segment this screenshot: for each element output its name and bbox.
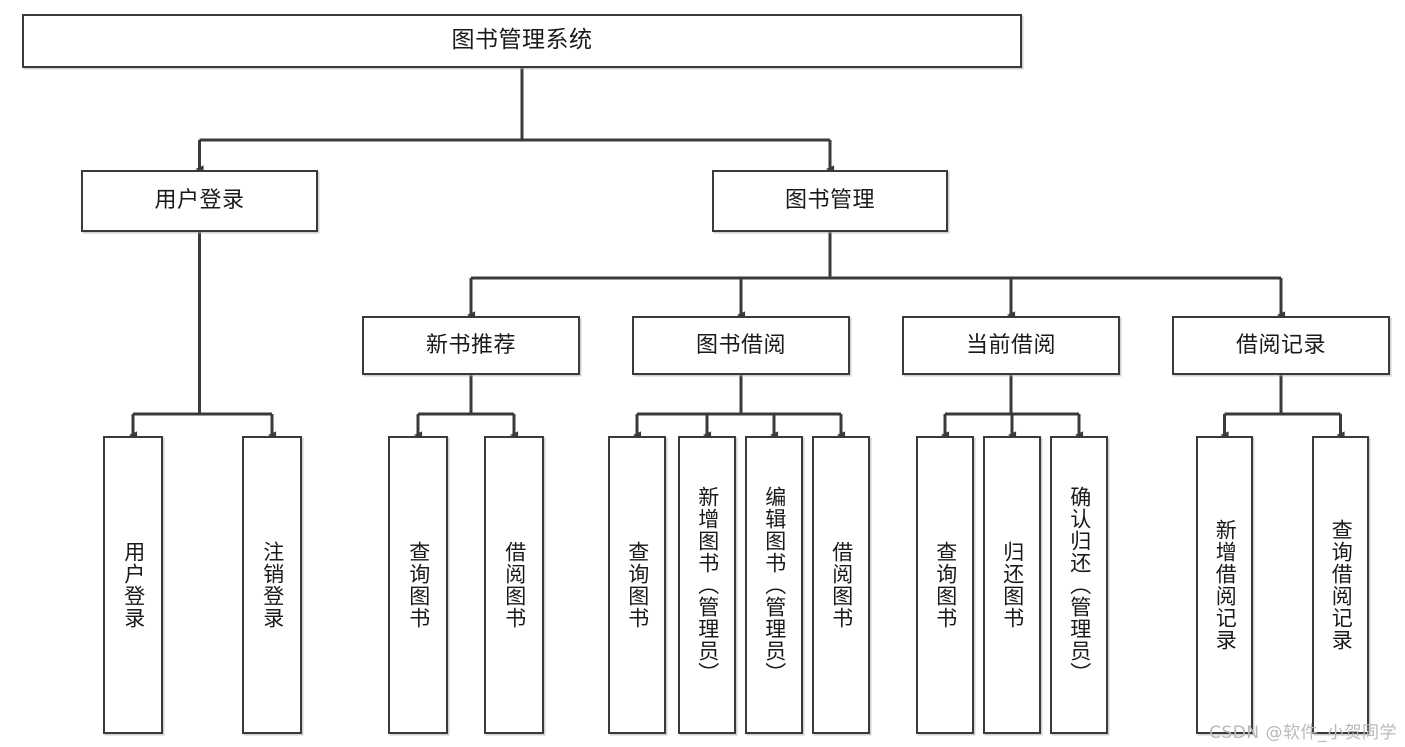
node-label: 查询图书 xyxy=(933,541,958,629)
node-level3-2[interactable]: 当前借阅 xyxy=(902,316,1120,375)
node-leaf-6[interactable]: 编辑图书（管理员） xyxy=(745,436,803,734)
node-leaf-1[interactable]: 注销登录 xyxy=(242,436,302,734)
node-label: 图书管理 xyxy=(784,188,875,214)
node-level3-0[interactable]: 新书推荐 xyxy=(362,316,580,375)
node-label: 查询图书 xyxy=(625,541,650,629)
node-label: 查询图书 xyxy=(406,541,431,629)
node-label: 编辑图书（管理员） xyxy=(762,486,787,684)
node-leaf-0[interactable]: 用户登录 xyxy=(103,436,163,734)
node-label: 图书借阅 xyxy=(695,332,786,358)
node-label: 查询借阅记录 xyxy=(1329,519,1354,651)
node-label: 用户登录 xyxy=(121,541,146,629)
node-root-book-management-system[interactable]: 图书管理系统 xyxy=(22,14,1022,68)
node-label: 新书推荐 xyxy=(425,332,516,358)
node-label: 确认归还（管理员） xyxy=(1067,486,1092,684)
node-label: 图书管理系统 xyxy=(451,27,593,54)
node-label: 当前借阅 xyxy=(965,332,1056,358)
node-leaf-9[interactable]: 归还图书 xyxy=(983,436,1041,734)
node-label: 借阅图书 xyxy=(829,541,854,629)
node-leaf-2[interactable]: 查询图书 xyxy=(388,436,448,734)
node-leaf-4[interactable]: 查询图书 xyxy=(608,436,666,734)
node-leaf-11[interactable]: 新增借阅记录 xyxy=(1196,436,1253,734)
node-leaf-12[interactable]: 查询借阅记录 xyxy=(1312,436,1369,734)
node-leaf-10[interactable]: 确认归还（管理员） xyxy=(1050,436,1108,734)
node-leaf-8[interactable]: 查询图书 xyxy=(916,436,974,734)
node-label: 用户登录 xyxy=(154,188,245,214)
node-level3-3[interactable]: 借阅记录 xyxy=(1172,316,1390,375)
node-label: 注销登录 xyxy=(260,541,285,629)
node-leaf-7[interactable]: 借阅图书 xyxy=(812,436,870,734)
node-level2-0[interactable]: 用户登录 xyxy=(81,170,318,232)
csdn-watermark: CSDN @软件_小贺同学 xyxy=(1209,723,1397,743)
node-leaf-5[interactable]: 新增图书（管理员） xyxy=(678,436,736,734)
node-label: 新增图书（管理员） xyxy=(695,486,720,684)
node-label: 新增借阅记录 xyxy=(1213,519,1238,651)
node-level2-1[interactable]: 图书管理 xyxy=(712,170,948,232)
node-label: 归还图书 xyxy=(1000,541,1025,629)
node-label: 借阅记录 xyxy=(1235,332,1326,358)
node-label: 借阅图书 xyxy=(502,541,527,629)
node-leaf-3[interactable]: 借阅图书 xyxy=(484,436,544,734)
node-level3-1[interactable]: 图书借阅 xyxy=(632,316,850,375)
